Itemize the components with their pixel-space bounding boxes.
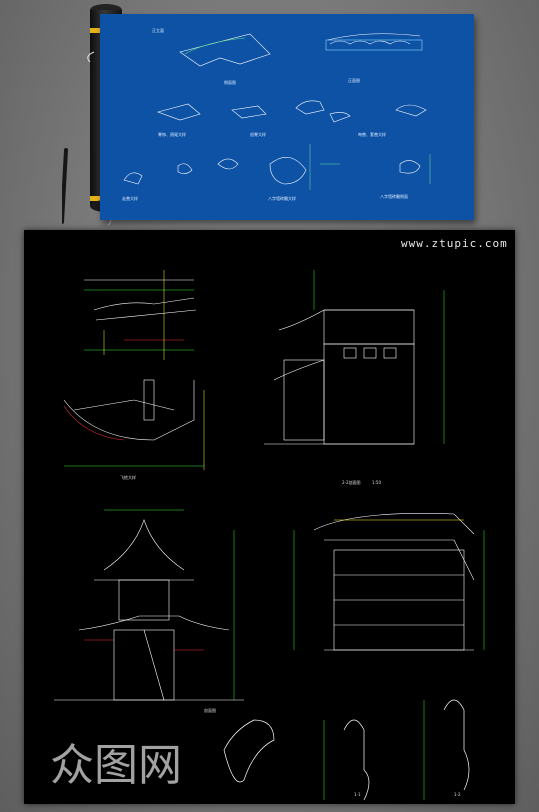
section-title: 1-1 [354, 792, 361, 797]
blueprint-drawings [123, 33, 431, 190]
ridge-ornaments [223, 699, 470, 801]
blueprint-label: 脊饰、鸱尾大样 [158, 132, 186, 137]
logo-text: 众图网 [50, 740, 182, 791]
blueprint-label: 走兽大样 [122, 196, 138, 201]
blueprint-label: 正立面 [152, 28, 164, 33]
blueprint-label: 戗脊大样 [250, 132, 266, 137]
cad-drawings [54, 270, 485, 801]
side-elevation [264, 309, 415, 445]
site-logo: 众图网 [50, 740, 182, 791]
blueprint-label: 八字墙砖雕侧面 [380, 194, 408, 199]
blueprint-label: 正面图 [348, 78, 360, 83]
blueprint-label: 吻兽、套兽大样 [358, 132, 386, 137]
section-scale: 1:50 [372, 480, 381, 485]
cad-sheet: 飞檐大样 2-2剖面图 1:50 剖面图 1-1 1-2 [24, 230, 515, 804]
blueprint-label: 八字墙砖雕大样 [268, 196, 296, 201]
blueprint-panel: 正立面 侧面图 正面图 脊饰、鸱尾大样 戗脊大样 吻兽、套兽大样 走兽大样 八字… [100, 14, 474, 220]
blueprint-label: 侧面图 [224, 80, 236, 85]
section-2-2 [313, 513, 475, 651]
section-title: 1-2 [454, 792, 461, 797]
pavilion-section [54, 519, 244, 701]
eave-detail [63, 279, 197, 441]
section-title: 2-2剖面图 [342, 480, 361, 485]
section-title: 飞檐大样 [120, 475, 136, 480]
watermark-text: www.ztupic.com [401, 237, 508, 250]
section-title: 剖面图 [204, 708, 216, 713]
